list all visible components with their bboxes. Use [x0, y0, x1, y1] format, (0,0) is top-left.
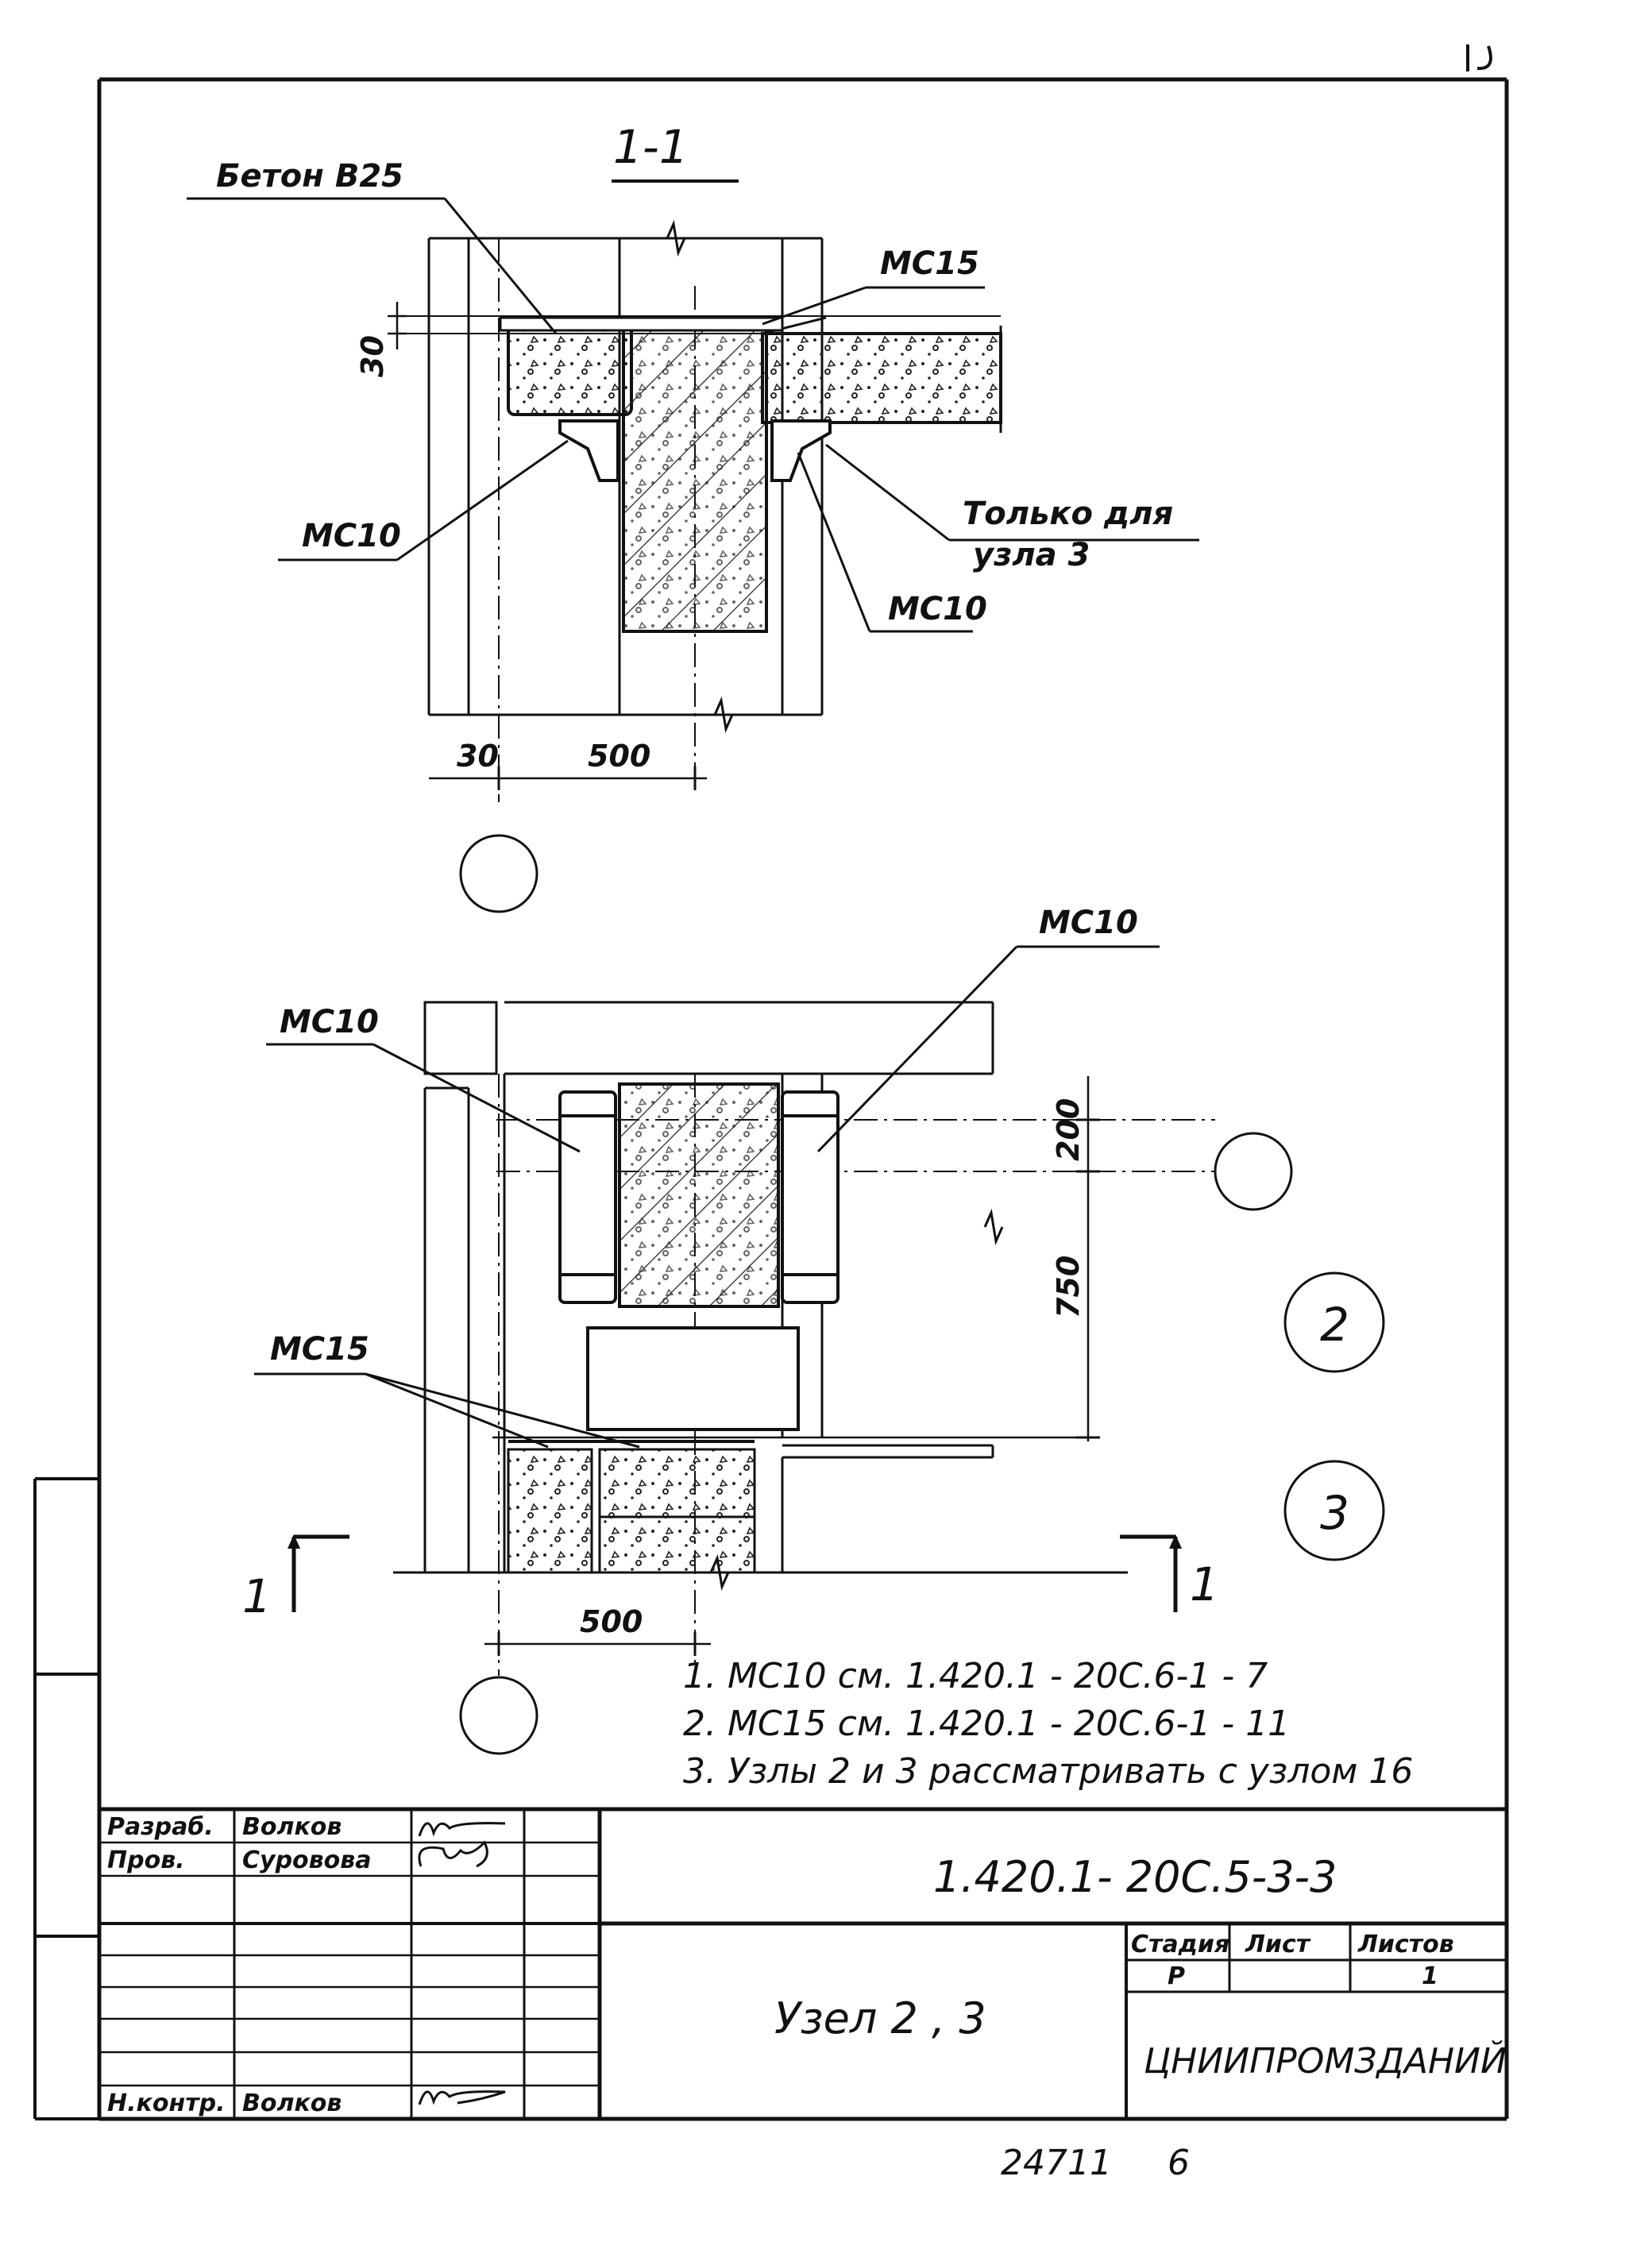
label-mc15-plan: МС15 [270, 1331, 369, 1368]
svg-text:Разраб.: Разраб. [107, 1813, 214, 1841]
section-1-1: 1-1 Бетон В25 [187, 120, 1199, 913]
note-2: 2. МС15 см. 1.420.1 - 20С.6-1 - 11 [683, 1704, 1290, 1744]
title-block-text: Разраб. Волков Пров. Суровова Н.контр. В… [107, 1813, 1507, 2117]
axis-bubble-bottom [459, 1676, 538, 1755]
axis-bubble-top [459, 834, 538, 913]
plan-block-mid [598, 1448, 756, 1518]
org-name: ЦНИИПРОМЗДАНИЙ [1144, 2039, 1507, 2082]
svg-text:200: 200 [1051, 1098, 1086, 1161]
sheet-frame [97, 77, 1509, 2121]
svg-text:30: 30 [457, 739, 499, 774]
mc10-corbel-right [770, 419, 832, 482]
svg-text:Пров.: Пров. [107, 1846, 185, 1874]
label-only-for-2: узла 3 [973, 537, 1090, 573]
signature-3 [418, 2090, 506, 2105]
svg-text:Стадия: Стадия [1131, 1931, 1229, 1958]
svg-text:1: 1 [1190, 1557, 1219, 1611]
svg-text:Волков: Волков [242, 1813, 342, 1841]
svg-text:24711: 24711 [1001, 2143, 1112, 2183]
label-mc10-right-top: МС10 [888, 591, 987, 627]
plan-beam [586, 1326, 800, 1431]
label-mc10-plan-left: МС10 [280, 1004, 379, 1040]
label-mc10-left-top: МС10 [302, 518, 401, 554]
svg-text:Волков: Волков [242, 2089, 342, 2117]
node-circle-3 [1283, 1460, 1385, 1561]
title-block [99, 1807, 1507, 2119]
dim-200-750: 200 750 [1051, 1076, 1100, 1441]
svg-text:30: 30 [355, 335, 390, 377]
mc15-plate-top [499, 316, 784, 332]
doc-code: 1.420.1- 20С.5-3-3 [933, 1852, 1337, 1902]
axis-bubble-right [1214, 1132, 1293, 1211]
svg-text:2: 2 [1320, 1298, 1349, 1352]
dim-30-vertical: 30 [355, 302, 407, 377]
label-only-for-1: Только для [963, 496, 1173, 532]
binding-strip [33, 1477, 99, 2120]
item-title: Узел 2 , 3 [774, 1993, 986, 2043]
svg-text:Н.контр.: Н.контр. [107, 2089, 225, 2117]
node-circle-2 [1283, 1271, 1385, 1373]
svg-text:500: 500 [580, 1604, 643, 1639]
svg-text:3: 3 [1320, 1486, 1349, 1540]
break-mark-top [666, 219, 686, 257]
slab-right [761, 332, 1002, 424]
svg-text:1: 1 [242, 1569, 272, 1623]
section-mark-right [1120, 1534, 1178, 1612]
signature-1 [418, 1822, 506, 1837]
note-1: 1. МС10 см. 1.420.1 - 20С.6-1 - 7 [683, 1656, 1268, 1696]
label-mc15-top: МС15 [880, 245, 979, 282]
footer: 24711 6 [1001, 2143, 1190, 2183]
dim-500-bottom: 500 [484, 1604, 711, 1656]
plan-block-left [507, 1448, 593, 1574]
plan-block-mid-low [598, 1515, 756, 1574]
mc10-corbel-left [558, 419, 620, 482]
label-concrete: Бетон В25 [216, 158, 403, 195]
svg-text:Лист: Лист [1245, 1931, 1311, 1958]
svg-text:Суровова: Суровова [242, 1846, 371, 1874]
plan-mc10-right [781, 1090, 840, 1304]
svg-text:750: 750 [1051, 1256, 1086, 1318]
slab-left [507, 324, 633, 416]
svg-text:1: 1 [1422, 1962, 1438, 1990]
label-mc10-plan-right: МС10 [1039, 905, 1138, 941]
corner-mark [1466, 44, 1492, 71]
signature-2 [418, 1840, 488, 1868]
dim-30-500-top: 30 500 [429, 739, 707, 790]
break-mark-bottom [713, 696, 734, 734]
section-title: 1-1 [613, 120, 689, 174]
svg-text:Р: Р [1168, 1962, 1185, 1990]
note-3: 3. Узлы 2 и 3 рассматривать с узлом 16 [683, 1751, 1413, 1792]
svg-text:500: 500 [588, 739, 650, 774]
plan-mc10-left [558, 1090, 617, 1304]
plan-view: МС10 МС10 МС15 200 750 500 [242, 905, 1385, 1755]
svg-text:Листов: Листов [1357, 1931, 1454, 1958]
svg-text:6: 6 [1168, 2143, 1190, 2183]
section-mark-left [291, 1534, 349, 1612]
notes: 1. МС10 см. 1.420.1 - 20С.6-1 - 7 2. МС1… [683, 1656, 1413, 1792]
